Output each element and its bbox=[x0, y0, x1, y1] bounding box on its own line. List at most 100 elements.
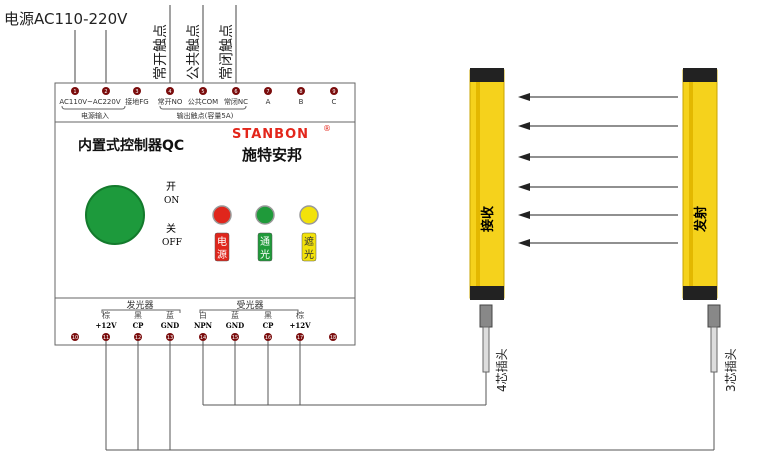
terminal-15[interactable] bbox=[231, 333, 239, 341]
emitter-label: 发射 bbox=[693, 206, 709, 233]
terminal-number: 4 bbox=[168, 89, 171, 95]
terminal-11[interactable] bbox=[102, 333, 110, 341]
wire-signal: GND bbox=[161, 321, 179, 330]
com-contact-label: 公共触点 bbox=[186, 24, 202, 80]
led-label-1: 电 bbox=[217, 235, 227, 248]
terminal-number: 15 bbox=[232, 335, 238, 341]
terminal-number: 16 bbox=[265, 335, 271, 341]
terminal-16[interactable] bbox=[264, 333, 272, 341]
indicator-led bbox=[299, 205, 319, 225]
terminal-1[interactable] bbox=[71, 87, 79, 95]
brand-logo: STANBON bbox=[232, 127, 309, 142]
indicator-led bbox=[255, 205, 275, 225]
wire-signal: CP bbox=[133, 321, 145, 330]
power-input-label: 电源输入 bbox=[81, 111, 109, 120]
terminal-label: B bbox=[299, 98, 304, 106]
emitter-plug-label: 3芯插头 bbox=[724, 348, 738, 392]
light-beam-arrow bbox=[518, 183, 678, 191]
receiver-bar: 接收 4芯插头 bbox=[469, 68, 509, 392]
power-label: 电源AC110-220V bbox=[4, 10, 128, 28]
terminal-label: 常闭NC bbox=[224, 97, 248, 106]
terminal-number: 14 bbox=[200, 335, 206, 341]
led-label-2: 光 bbox=[304, 248, 314, 261]
wire-color: 蓝 bbox=[166, 310, 174, 320]
terminal-10[interactable] bbox=[71, 333, 79, 341]
led-label-2: 光 bbox=[260, 248, 270, 261]
terminal-7[interactable] bbox=[264, 87, 272, 95]
light-beam-arrow bbox=[518, 93, 678, 101]
terminal-number: 11 bbox=[103, 335, 109, 341]
wire-color: 棕 bbox=[296, 310, 304, 320]
nc-contact-label: 常闭触点 bbox=[219, 24, 235, 80]
led-label-box bbox=[301, 232, 317, 262]
power-switch-button[interactable] bbox=[85, 185, 145, 245]
led-label-1: 通 bbox=[260, 236, 270, 248]
terminal-2[interactable] bbox=[102, 87, 110, 95]
wire-signal: CP bbox=[263, 321, 275, 330]
emitter-connector bbox=[707, 304, 721, 328]
terminal-13[interactable] bbox=[166, 333, 174, 341]
controller-title: 内置式控制器QC bbox=[78, 137, 184, 154]
terminal-number: 9 bbox=[332, 89, 335, 95]
terminal-12[interactable] bbox=[134, 333, 142, 341]
terminal-6[interactable] bbox=[232, 87, 240, 95]
wire-color: 白 bbox=[199, 310, 207, 320]
wire-signal: NPN bbox=[194, 321, 213, 330]
wire-color: 黑 bbox=[134, 311, 142, 320]
led-label-box bbox=[257, 232, 273, 262]
terminal-number: 13 bbox=[167, 335, 173, 341]
receiver-connector bbox=[479, 304, 493, 328]
terminal-number: 12 bbox=[135, 335, 141, 341]
led-label-1: 遮 bbox=[304, 235, 314, 248]
off-label: OFF bbox=[162, 238, 182, 248]
terminal-number: 7 bbox=[266, 89, 269, 95]
wire-color: 黑 bbox=[264, 311, 272, 320]
no-contact-label: 常开触点 bbox=[153, 24, 169, 80]
light-beam-arrow bbox=[518, 239, 678, 247]
terminal-number: 3 bbox=[135, 89, 138, 95]
brand-cn: 施特安邦 bbox=[242, 146, 302, 164]
wire-signal: +12V bbox=[95, 321, 117, 330]
terminal-number: 8 bbox=[299, 89, 302, 95]
light-beam-arrow bbox=[518, 122, 678, 130]
light-beam-arrow bbox=[518, 153, 678, 161]
terminal-4[interactable] bbox=[166, 87, 174, 95]
wire-signal: GND bbox=[226, 321, 244, 330]
registered-mark: ® bbox=[323, 124, 331, 133]
emitter-group-label: 发光器 bbox=[126, 299, 153, 311]
terminal-label: 接地FG bbox=[125, 97, 148, 106]
emitter-bar: 发射 3芯插头 bbox=[682, 68, 738, 392]
wires bbox=[105, 341, 715, 451]
receiver-label: 接收 bbox=[480, 205, 496, 232]
wire-signal: +12V bbox=[289, 321, 311, 330]
terminal-8[interactable] bbox=[297, 87, 305, 95]
terminal-3[interactable] bbox=[133, 87, 141, 95]
terminal-number: 5 bbox=[201, 89, 204, 95]
terminal-18[interactable] bbox=[329, 333, 337, 341]
terminal-label: C bbox=[332, 98, 337, 106]
terminal-label: 常开NO bbox=[158, 97, 183, 106]
terminal-label: A bbox=[266, 98, 271, 106]
receiver-plug-label: 4芯插头 bbox=[495, 348, 509, 392]
led-label-2: 源 bbox=[217, 248, 227, 261]
terminal-number: 2 bbox=[104, 89, 107, 95]
terminal-5[interactable] bbox=[199, 87, 207, 95]
output-contacts-label: 输出触点(容量5A) bbox=[177, 111, 234, 120]
on-label: ON bbox=[164, 196, 179, 206]
terminal-17[interactable] bbox=[296, 333, 304, 341]
terminal-number: 10 bbox=[72, 335, 78, 341]
receiver-group-label: 受光器 bbox=[236, 299, 263, 311]
terminal-number: 18 bbox=[330, 335, 336, 341]
terminal-9[interactable] bbox=[330, 87, 338, 95]
terminal-number: 6 bbox=[234, 89, 237, 95]
terminal-14[interactable] bbox=[199, 333, 207, 341]
terminal-number: 17 bbox=[297, 335, 303, 341]
indicator-led bbox=[212, 205, 232, 225]
led-label-box bbox=[214, 232, 230, 262]
terminal-label: AC110V~AC220V bbox=[59, 98, 120, 106]
terminal-number: 1 bbox=[73, 89, 76, 95]
terminal-label: 公共COM bbox=[188, 97, 218, 106]
wire-color: 棕 bbox=[102, 310, 110, 320]
